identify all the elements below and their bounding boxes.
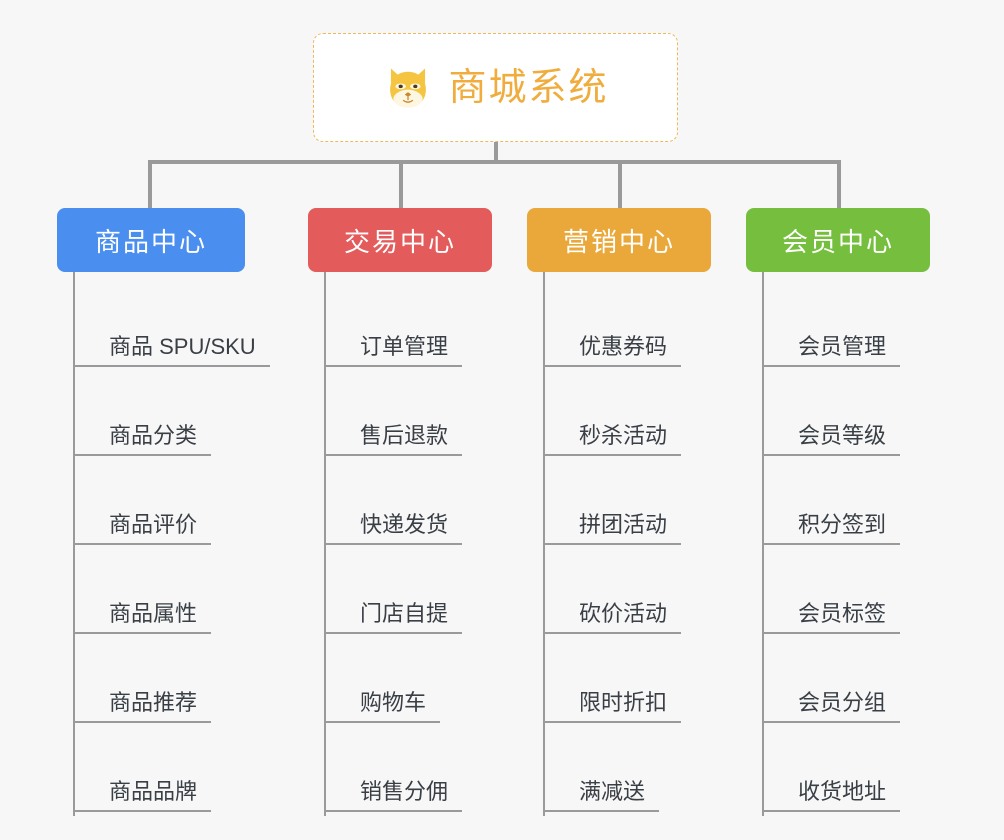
leaf-label[interactable]: 订单管理 xyxy=(326,334,463,367)
leaf-label[interactable]: 购物车 xyxy=(326,690,441,723)
leaf-item: 会员标签 xyxy=(764,549,930,638)
leaf-label[interactable]: 商品分类 xyxy=(75,423,212,456)
leaf-item: 订单管理 xyxy=(326,282,492,371)
leaf-item: 砍价活动 xyxy=(545,549,711,638)
leaf-item: 优惠券码 xyxy=(545,282,711,371)
root-node[interactable]: 商城系统 xyxy=(313,33,678,142)
connector-root-stem xyxy=(494,142,498,162)
leaf-item: 售后退款 xyxy=(326,371,492,460)
branch-body-2: 优惠券码 秒杀活动 拼团活动 砍价活动 限时折扣 满减送 xyxy=(543,272,711,816)
leaf-item: 商品评价 xyxy=(75,460,245,549)
leaf-item: 销售分佣 xyxy=(326,727,492,816)
category-header-0[interactable]: 商品中心 xyxy=(57,208,245,272)
leaf-item: 商品属性 xyxy=(75,549,245,638)
leaf-item: 满减送 xyxy=(545,727,711,816)
leaf-item: 购物车 xyxy=(326,638,492,727)
leaf-item: 门店自提 xyxy=(326,549,492,638)
leaf-label[interactable]: 优惠券码 xyxy=(545,334,682,367)
leaf-item: 积分签到 xyxy=(764,460,930,549)
leaf-item: 会员等级 xyxy=(764,371,930,460)
leaf-label[interactable]: 商品 SPU/SKU xyxy=(75,334,270,367)
leaf-label[interactable]: 销售分佣 xyxy=(326,779,463,812)
leaf-label[interactable]: 满减送 xyxy=(545,779,660,812)
leaf-label[interactable]: 会员等级 xyxy=(764,423,901,456)
leaf-item: 会员管理 xyxy=(764,282,930,371)
branch-column-1: 交易中心 订单管理 售后退款 快递发货 门店自提 购物车 销售分佣 xyxy=(308,208,492,816)
leaf-label[interactable]: 积分签到 xyxy=(764,512,901,545)
leaf-item: 收货地址 xyxy=(764,727,930,816)
leaf-label[interactable]: 商品推荐 xyxy=(75,690,212,723)
branch-body-1: 订单管理 售后退款 快递发货 门店自提 购物车 销售分佣 xyxy=(324,272,492,816)
leaf-item: 秒杀活动 xyxy=(545,371,711,460)
leaf-item: 商品分类 xyxy=(75,371,245,460)
connector-horizontal-bus xyxy=(148,160,840,164)
branch-body-3: 会员管理 会员等级 积分签到 会员标签 会员分组 收货地址 xyxy=(762,272,930,816)
leaf-label[interactable]: 限时折扣 xyxy=(545,690,682,723)
category-label-3: 会员中心 xyxy=(781,226,894,257)
root-title: 商城系统 xyxy=(448,66,609,109)
leaf-label[interactable]: 商品属性 xyxy=(75,601,212,634)
category-label-2: 营销中心 xyxy=(562,226,675,257)
leaf-label[interactable]: 收货地址 xyxy=(764,779,901,812)
leaf-item: 拼团活动 xyxy=(545,460,711,549)
leaf-item: 快递发货 xyxy=(326,460,492,549)
leaf-label[interactable]: 门店自提 xyxy=(326,601,463,634)
leaf-label[interactable]: 商品评价 xyxy=(75,512,212,545)
connector-drop-1 xyxy=(399,160,403,210)
connector-drop-0 xyxy=(148,160,152,210)
leaf-label[interactable]: 会员管理 xyxy=(764,334,901,367)
leaf-label[interactable]: 快递发货 xyxy=(326,512,463,545)
leaf-label[interactable]: 拼团活动 xyxy=(545,512,682,545)
leaf-item: 会员分组 xyxy=(764,638,930,727)
category-label-0: 商品中心 xyxy=(94,226,207,257)
branch-column-3: 会员中心 会员管理 会员等级 积分签到 会员标签 会员分组 收货地址 xyxy=(746,208,930,816)
leaf-item: 商品品牌 xyxy=(75,727,245,816)
branch-body-0: 商品 SPU/SKU 商品分类 商品评价 商品属性 商品推荐 商品品牌 xyxy=(73,272,270,816)
leaf-label[interactable]: 秒杀活动 xyxy=(545,423,682,456)
leaf-label[interactable]: 售后退款 xyxy=(326,423,463,456)
branch-column-0: 商品中心 商品 SPU/SKU 商品分类 商品评价 商品属性 商品推荐 商品品牌 xyxy=(57,208,270,816)
connector-drop-2 xyxy=(618,160,622,210)
shiba-dog-icon xyxy=(390,68,427,107)
leaf-item: 商品 SPU/SKU xyxy=(75,282,270,371)
leaf-item: 商品推荐 xyxy=(75,638,245,727)
branch-column-2: 营销中心 优惠券码 秒杀活动 拼团活动 砍价活动 限时折扣 满减送 xyxy=(527,208,711,816)
leaf-label[interactable]: 商品品牌 xyxy=(75,779,212,812)
leaf-label[interactable]: 砍价活动 xyxy=(545,601,682,634)
category-label-1: 交易中心 xyxy=(343,226,456,257)
leaf-label[interactable]: 会员标签 xyxy=(764,601,901,634)
connector-drop-3 xyxy=(837,160,841,210)
leaf-label[interactable]: 会员分组 xyxy=(764,690,901,723)
category-header-3[interactable]: 会员中心 xyxy=(746,208,930,272)
leaf-item: 限时折扣 xyxy=(545,638,711,727)
category-header-2[interactable]: 营销中心 xyxy=(527,208,711,272)
category-header-1[interactable]: 交易中心 xyxy=(308,208,492,272)
